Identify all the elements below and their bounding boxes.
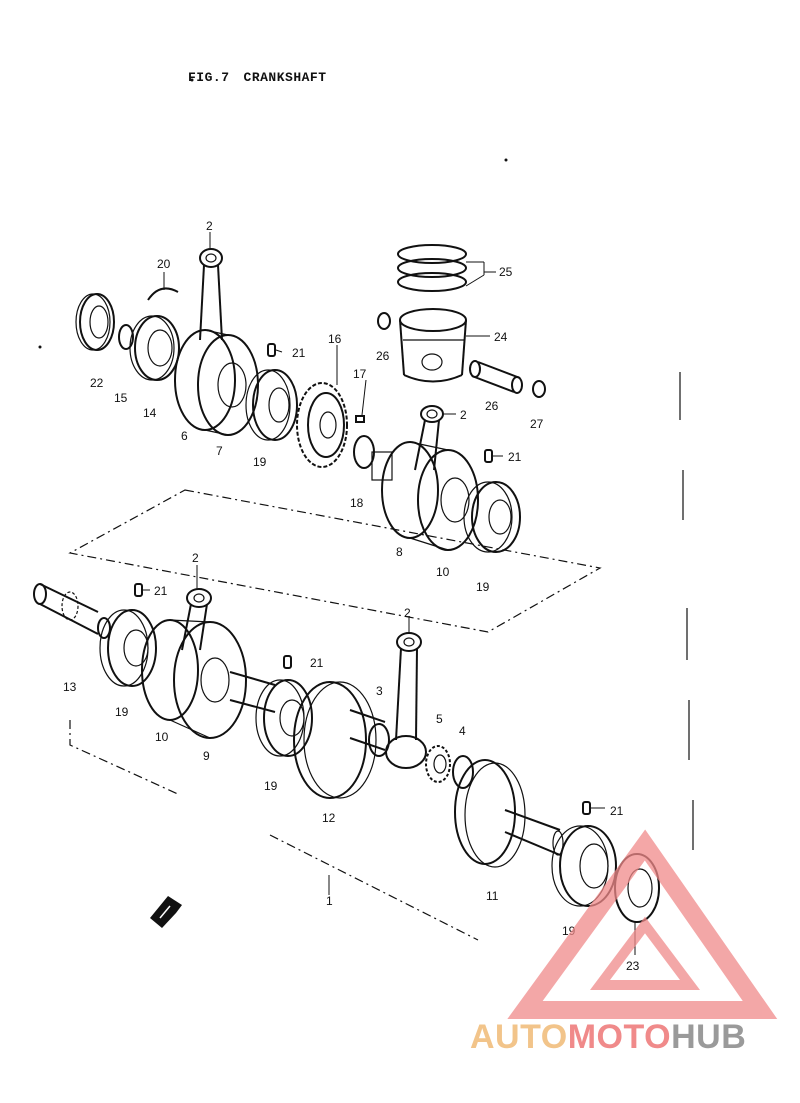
leader-lines bbox=[142, 232, 636, 955]
bearing-14 bbox=[129, 315, 180, 381]
ring-18 bbox=[353, 435, 375, 469]
callout-24: 24 bbox=[494, 330, 508, 344]
figure-number: FIG.7 bbox=[188, 70, 230, 85]
callout-21-lower-mid: 21 bbox=[310, 656, 324, 670]
callout-10-upper: 10 bbox=[436, 565, 450, 579]
bearing-19-lower-right bbox=[551, 825, 617, 907]
callout-21-lower-right: 21 bbox=[610, 804, 624, 818]
callout-5: 5 bbox=[436, 712, 443, 726]
callout-10-lower: 10 bbox=[155, 730, 169, 744]
connecting-rod-upper-left bbox=[199, 248, 223, 341]
oil-seal-22 bbox=[75, 293, 115, 351]
watermark-hub: HUB bbox=[671, 1018, 747, 1056]
watermark-auto: AUTO bbox=[470, 1018, 568, 1056]
callout-21-lower-left: 21 bbox=[154, 584, 168, 598]
callout-26-clip: 26 bbox=[376, 349, 390, 363]
crank-web-lower-left bbox=[141, 619, 247, 739]
callout-2-upper: 2 bbox=[206, 219, 213, 233]
crankshaft-end-13 bbox=[33, 583, 111, 639]
callout-8: 8 bbox=[396, 545, 403, 559]
callout-labels: 22 15 14 20 6 2 7 21 19 16 17 25 24 26 2… bbox=[63, 219, 640, 973]
watermark-moto: MOTO bbox=[567, 1018, 672, 1056]
assembly-boundary-lower bbox=[269, 834, 479, 941]
piston-24 bbox=[399, 308, 467, 383]
assembly-boundary-lower-left bbox=[69, 720, 181, 796]
callout-2-lower-right: 2 bbox=[404, 606, 411, 620]
callout-22: 22 bbox=[90, 376, 104, 390]
figure-title: FIG.7 CRANKSHAFT bbox=[188, 70, 341, 85]
journal-shaft-lower bbox=[229, 671, 276, 713]
callout-11: 11 bbox=[486, 889, 499, 903]
callout-16: 16 bbox=[328, 332, 342, 346]
crank-web-12 bbox=[293, 681, 386, 799]
crank-web-upper-right bbox=[371, 441, 479, 551]
callout-18: 18 bbox=[350, 496, 364, 510]
circlip-20 bbox=[147, 287, 179, 301]
figure-name: CRANKSHAFT bbox=[243, 70, 327, 85]
pin-21-upper bbox=[267, 343, 276, 357]
gear-16 bbox=[296, 382, 348, 468]
callout-3: 3 bbox=[376, 684, 383, 698]
callout-21-upper-right: 21 bbox=[508, 450, 522, 464]
connecting-rod-lower-right bbox=[385, 632, 427, 769]
piston-rings-25 bbox=[397, 244, 467, 292]
pin-21-lower-left bbox=[134, 583, 143, 597]
pin-21-lower-right bbox=[582, 801, 591, 815]
callout-4: 4 bbox=[459, 724, 466, 738]
callout-12: 12 bbox=[322, 811, 336, 825]
crank-web-11 bbox=[454, 759, 564, 868]
bearing-19-upper-left bbox=[245, 369, 298, 441]
callout-21-upper: 21 bbox=[292, 346, 306, 360]
callout-27: 27 bbox=[530, 417, 544, 431]
callout-14: 14 bbox=[143, 406, 157, 420]
key-17 bbox=[355, 415, 365, 423]
bearing-19-upper-right bbox=[463, 481, 521, 553]
callout-7: 7 bbox=[216, 444, 223, 458]
callout-23: 23 bbox=[626, 959, 640, 973]
callout-1: 1 bbox=[326, 894, 333, 908]
bearing-19-lower-left bbox=[99, 609, 157, 687]
watermark-logo bbox=[507, 829, 778, 1019]
callout-25: 25 bbox=[499, 265, 513, 279]
callout-19-upper-right: 19 bbox=[476, 580, 490, 594]
callout-2-upper-right: 2 bbox=[460, 408, 467, 422]
piston-pin-clip-26 bbox=[377, 312, 391, 330]
callout-19-lower-left: 19 bbox=[115, 705, 129, 719]
bearing-19-lower-mid bbox=[255, 679, 313, 757]
callout-17: 17 bbox=[353, 367, 367, 381]
callout-15: 15 bbox=[114, 391, 128, 405]
pin-21-upper-right bbox=[484, 449, 493, 463]
callout-19-lower-mid: 19 bbox=[264, 779, 278, 793]
callout-9: 9 bbox=[203, 749, 210, 763]
pin-21-lower-mid bbox=[283, 655, 292, 669]
assembly-boundary-upper bbox=[68, 489, 602, 633]
crank-web-left bbox=[174, 329, 259, 436]
callout-19-upper: 19 bbox=[253, 455, 267, 469]
ring-3 bbox=[368, 723, 390, 757]
ring-4 bbox=[452, 755, 474, 789]
clip-27 bbox=[532, 380, 546, 398]
callout-26-pin: 26 bbox=[485, 399, 499, 413]
callout-2-lower-left: 2 bbox=[192, 551, 199, 565]
callout-20: 20 bbox=[157, 257, 171, 271]
connecting-rod-lower-left bbox=[181, 588, 212, 651]
callout-13: 13 bbox=[63, 680, 77, 694]
o-ring-15 bbox=[118, 324, 134, 350]
front-arrow-icon bbox=[150, 896, 182, 928]
watermark-text: AUTOMOTOHUB bbox=[470, 1018, 746, 1057]
piston-pin-26 bbox=[469, 360, 523, 394]
callout-6: 6 bbox=[181, 429, 188, 443]
needle-bearing-5 bbox=[425, 745, 451, 783]
